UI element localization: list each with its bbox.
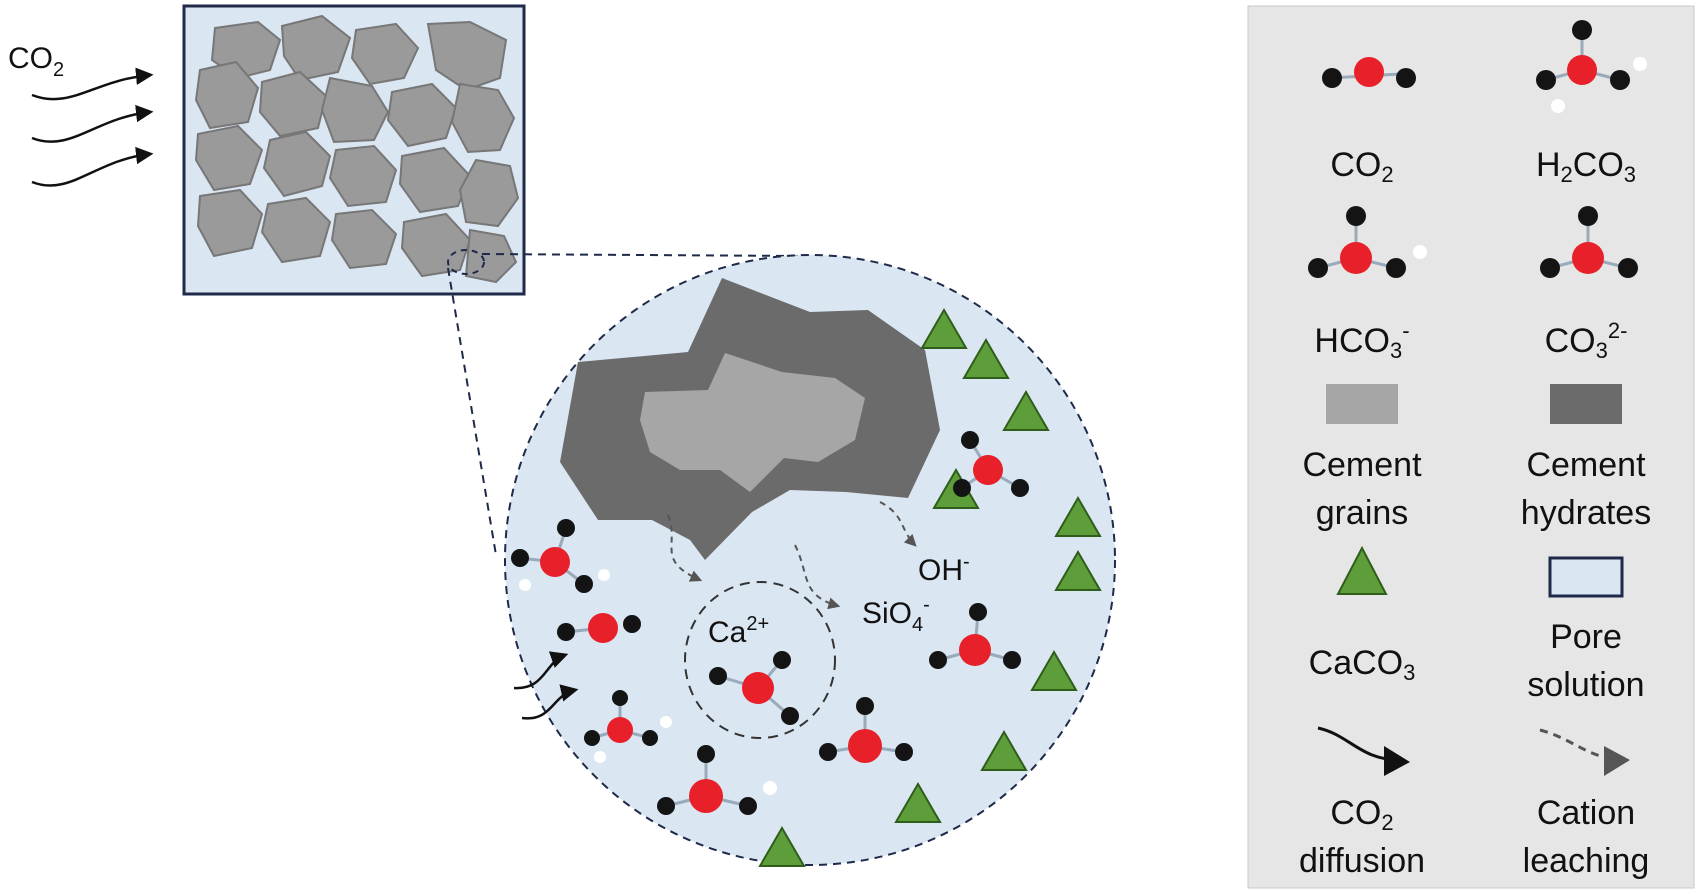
cation-leaching-arrow xyxy=(794,544,841,610)
cement-grain-core xyxy=(640,353,865,492)
legend-hco3-icon xyxy=(1308,206,1427,278)
legend-caco3-triangle xyxy=(1336,545,1388,595)
legend-pore-solution-line2: solution xyxy=(1527,666,1644,704)
legend-co2-label: CO2 xyxy=(1330,146,1393,187)
legend-cation-leaching-line1: Cation xyxy=(1537,794,1635,832)
legend-co2-diffusion-arrowhead xyxy=(1384,746,1410,776)
legend-co3-label: CO32- xyxy=(1545,318,1628,363)
silicate-ion-label: SiO4- xyxy=(862,594,930,636)
zoom-region-marker xyxy=(447,249,485,275)
co2-molecule xyxy=(557,613,641,643)
legend-h2co3-label: H2CO3 xyxy=(1536,146,1636,187)
pore-molecules xyxy=(511,431,1029,815)
legend-panel: CO2 H2CO3 HCO3- xyxy=(1247,5,1695,889)
carbonate-molecule xyxy=(709,651,799,725)
co2-diffusion-arrow xyxy=(521,684,579,720)
zoom-connector-line xyxy=(447,267,497,556)
co2-inflow-arrow xyxy=(31,67,154,101)
legend-cement-hydrates-swatch xyxy=(1550,384,1622,424)
legend-co2-icon xyxy=(1322,57,1416,88)
cement-paste-box xyxy=(182,4,526,296)
legend-cement-hydrates-line2: hydrates xyxy=(1521,494,1651,532)
legend-cation-leaching-arrowhead xyxy=(1604,746,1630,776)
carbonic-acid-molecule xyxy=(511,519,610,593)
zoomed-pore-view: Ca2+ OH- SiO4- xyxy=(504,254,1116,867)
co2-inflow-arrow xyxy=(31,146,154,187)
carbonate-molecule xyxy=(929,603,1021,669)
caco3-triangle xyxy=(1054,496,1102,537)
co2-inlet-label: CO2 xyxy=(8,42,64,81)
caco3-triangle xyxy=(1002,390,1050,431)
legend-co3-icon xyxy=(1540,206,1638,278)
caco3-triangle xyxy=(962,338,1010,379)
legend-pore-solution-swatch xyxy=(1548,556,1624,598)
hydroxide-ion-label: OH- xyxy=(918,551,970,587)
cation-leaching-arrow xyxy=(667,514,703,582)
legend-h2co3-icon xyxy=(1536,20,1647,113)
legend-cement-grains-line2: grains xyxy=(1316,494,1409,532)
legend-pore-solution-line1: Pore xyxy=(1550,618,1622,656)
carbonic-acid-molecule xyxy=(584,690,672,763)
caco3-triangle xyxy=(1030,650,1078,691)
caco3-precipitates xyxy=(758,308,1102,867)
co2-diffusion-arrow xyxy=(513,651,569,690)
caco3-triangle xyxy=(980,730,1028,771)
legend-caco3-label: CaCO3 xyxy=(1309,644,1416,685)
caco3-triangle xyxy=(894,782,942,823)
calcium-ion-label: Ca2+ xyxy=(708,613,769,649)
co2-inlet: CO2 xyxy=(8,42,154,187)
bicarbonate-molecule xyxy=(657,745,777,815)
calcium-ion-shell xyxy=(684,581,836,739)
carbonate-molecule xyxy=(953,431,1029,497)
caco3-triangle xyxy=(758,826,806,867)
legend-hco3-label: HCO3- xyxy=(1314,318,1409,363)
co2-inflow-arrow xyxy=(31,104,154,143)
legend-co2-diffusion-line2: diffusion xyxy=(1299,842,1425,880)
legend-cement-grains-swatch xyxy=(1326,384,1398,424)
zoom-connector-line xyxy=(481,253,801,257)
legend-cement-hydrates-line1: Cement xyxy=(1526,446,1646,484)
legend-cement-grains-line1: Cement xyxy=(1302,446,1422,484)
legend-background xyxy=(1247,5,1695,889)
legend-co2-diffusion-line1: CO2 xyxy=(1330,794,1393,835)
legend-cation-leaching-line2: leaching xyxy=(1523,842,1650,880)
caco3-triangle xyxy=(920,308,968,349)
carbonate-molecule xyxy=(819,697,913,763)
cement-grains-cluster xyxy=(194,14,520,284)
caco3-triangle xyxy=(1054,550,1102,591)
